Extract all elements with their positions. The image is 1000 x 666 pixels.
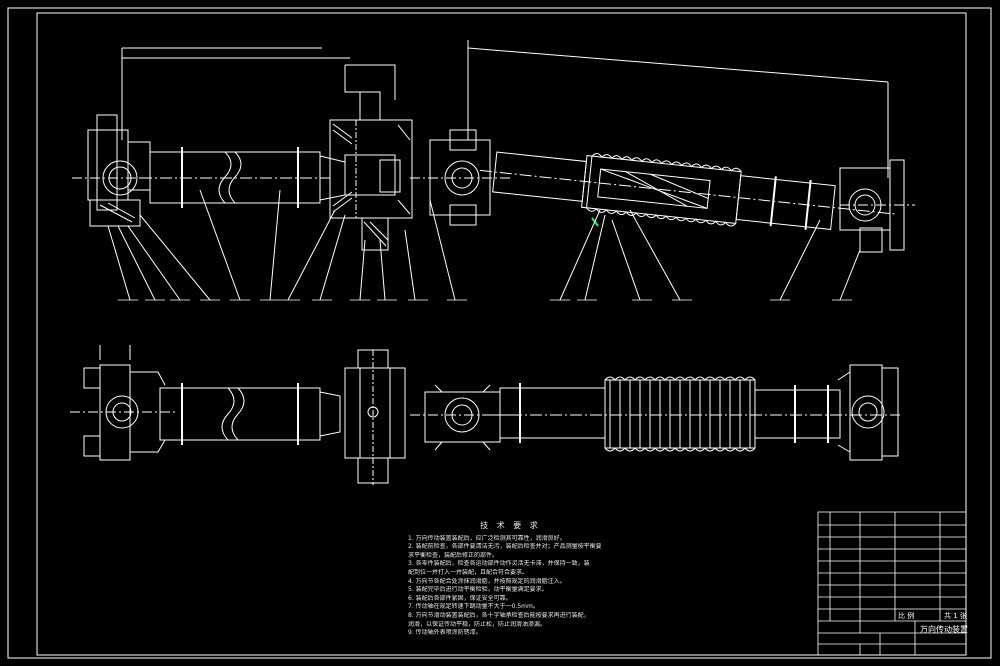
drawing-name: 万向传动装置	[920, 625, 968, 634]
requirement-line: 4. 万向节各配合处涂抹润滑脂，并按照规定的润滑脂注入。	[408, 577, 566, 585]
technical-requirements: 技 术 要 求 1. 万向传动装置装配后，应广泛检测其可靠性，润滑良好。 2. …	[408, 521, 613, 638]
title-block	[817, 511, 967, 656]
outer-border	[7, 7, 992, 659]
inner-border	[36, 12, 967, 656]
requirement-line: 2. 装配前检查，各部件要清洁无污，装配后检查并对；产品测量按平衡要	[408, 543, 602, 551]
bottom-view-plan	[70, 345, 900, 485]
technical-requirements-title: 技 术 要 求	[480, 521, 541, 530]
requirement-line: 1. 万向传动装置装配后，应广泛检测其可靠性，润滑良好。	[408, 534, 566, 542]
requirement-line: 7. 传动轴在规定转速下跳动量不大于一0.5mm。	[408, 603, 539, 611]
requirement-line: 配到位一并打入一并装配，且配合符合要求。	[408, 568, 529, 576]
requirement-line: 8. 万向节滑动装置装配后，各十字轴承检查后能按要求再进行装配，	[408, 611, 590, 619]
requirement-line: 润滑，以保证传动平稳，防止松，防止润滑油渗漏。	[408, 620, 547, 628]
requirement-line: 求平衡检查，装配后修正的部件。	[408, 551, 499, 559]
requirement-line: 5. 装配完毕后进行动平衡检验，动平衡量满足要求。	[408, 586, 548, 594]
sheet-label: 共 1 张	[944, 612, 967, 620]
top-view-section	[72, 40, 915, 301]
requirement-line: 6. 装配后各部件紧固，保证安全可靠。	[408, 594, 512, 602]
requirement-line: 3. 各零件装配后，检查各运动部件动作灵活无卡滞，并保持一致，装	[408, 560, 590, 568]
requirement-line: 9. 传动轴外表喷涂防锈漆。	[408, 629, 482, 637]
scale-label: 比 例	[898, 612, 915, 620]
